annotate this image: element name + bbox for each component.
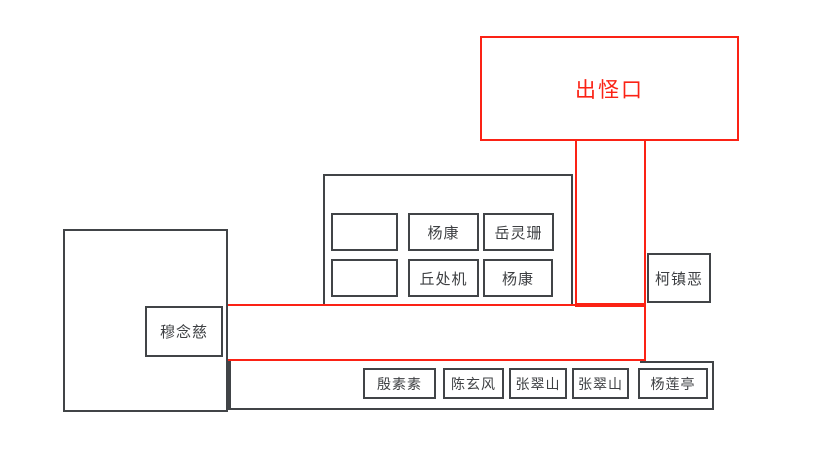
grid-cell-yangkang-2: 杨康 [483, 259, 553, 297]
path-lower-horizontal-line [228, 359, 646, 361]
grid-cell-qiuchuji: 丘处机 [408, 259, 479, 297]
path-upper-horizontal-line [228, 304, 646, 306]
lane-cell-yanglianting-label: 杨莲亭 [650, 375, 696, 392]
grid-cell-empty-2 [331, 259, 398, 297]
lane-cell-chenxuanfeng: 陈玄风 [443, 368, 504, 399]
lane-cell-zhangcuishan-1-label: 张翠山 [515, 375, 561, 392]
lane-cell-yanglianting: 杨莲亭 [638, 368, 708, 399]
left-cell-munianci: 穆念慈 [145, 306, 223, 357]
right-cell-kezhene-label: 柯镇恶 [654, 270, 703, 288]
grid-cell-yangkang-1: 杨康 [408, 213, 479, 251]
spawn-exit-box: 出怪口 [480, 36, 739, 141]
right-cell-kezhene: 柯镇恶 [647, 253, 711, 303]
lane-cell-yinsusu-label: 殷素素 [377, 375, 422, 392]
lane-cell-chenxuanfeng-label: 陈玄风 [451, 375, 496, 392]
lane-cell-yinsusu: 殷素素 [363, 368, 436, 399]
bottom-lane-top-edge-segment [640, 361, 714, 363]
lane-cell-zhangcuishan-1: 张翠山 [509, 368, 567, 399]
lane-cell-zhangcuishan-2-label: 张翠山 [578, 375, 623, 392]
lane-cell-zhangcuishan-2: 张翠山 [572, 368, 629, 399]
spawn-exit-label: 出怪口 [575, 78, 644, 102]
path-corridor-bottom-segment [575, 303, 646, 307]
path-corridor-right-line [644, 140, 646, 361]
path-corridor-left-line [575, 140, 577, 306]
grid-cell-yangkang-1-label: 杨康 [427, 224, 460, 242]
grid-cell-yuelingshan-label: 岳灵珊 [494, 224, 543, 242]
grid-cell-qiuchuji-label: 丘处机 [419, 270, 468, 288]
grid-cell-empty-1 [331, 213, 398, 251]
grid-cell-yangkang-2-label: 杨康 [501, 270, 534, 288]
left-cell-munianci-label: 穆念慈 [159, 324, 208, 341]
grid-cell-yuelingshan: 岳灵珊 [483, 213, 554, 251]
